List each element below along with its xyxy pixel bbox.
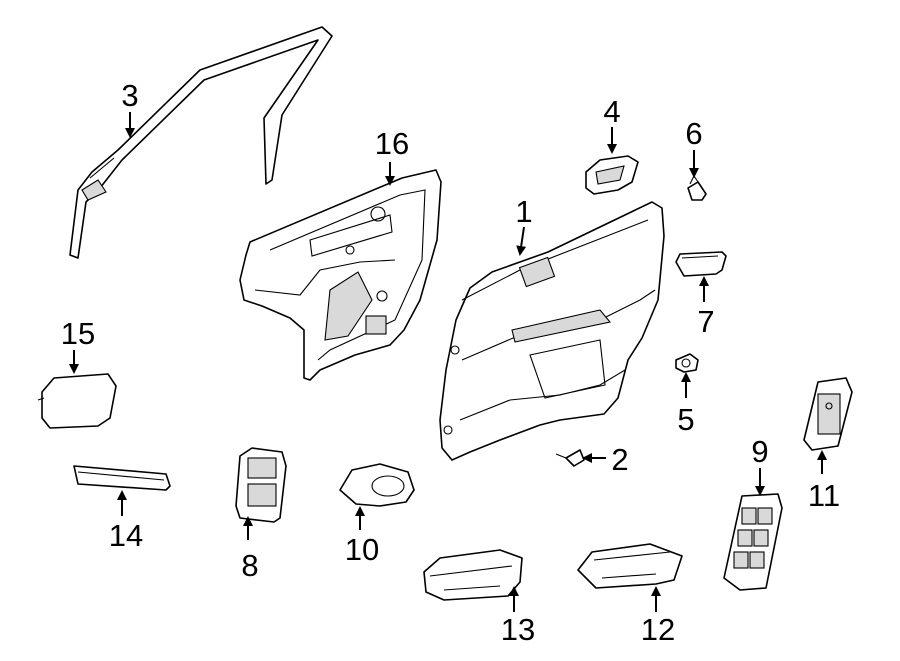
leader-lines — [69, 112, 827, 612]
part-12-control-module — [577, 543, 683, 589]
callout-9: 9 — [751, 434, 768, 469]
callout-16: 16 — [375, 126, 409, 161]
part-7-bezel — [675, 251, 727, 277]
callout-14: 14 — [109, 518, 143, 553]
part-3-window-frame — [69, 26, 333, 259]
callout-13: 13 — [501, 612, 535, 647]
part-13-control-module — [423, 549, 523, 601]
part-11-switch — [803, 377, 853, 451]
callout-3: 3 — [121, 78, 138, 113]
callout-11: 11 — [808, 478, 840, 513]
callout-12: 12 — [641, 612, 675, 647]
part-4-door-handle — [585, 155, 639, 195]
callout-1: 1 — [515, 194, 532, 229]
part-5-fastener — [675, 353, 699, 373]
part-15-cover — [37, 373, 117, 429]
part-10-switch — [339, 463, 415, 507]
part-14-trim-strip — [73, 465, 171, 491]
leader-1 — [516, 226, 527, 256]
callout-labels: 1 2 3 4 5 6 7 8 9 10 11 12 13 14 15 16 — [61, 78, 840, 647]
part-2-push-pin — [555, 449, 585, 467]
part-1-door-trim-panel — [439, 201, 665, 461]
part-6-clip — [687, 174, 707, 201]
callout-15: 15 — [61, 316, 95, 351]
part-8-switch — [235, 447, 287, 523]
callout-8: 8 — [241, 548, 258, 583]
part-16-inner-door-panel — [239, 169, 442, 381]
callout-7: 7 — [697, 304, 714, 339]
callout-6: 6 — [685, 116, 702, 151]
callout-4: 4 — [603, 94, 620, 129]
callout-2: 2 — [611, 442, 628, 477]
callout-10: 10 — [345, 532, 379, 567]
callout-5: 5 — [677, 402, 694, 437]
part-9-window-switch — [723, 493, 783, 591]
